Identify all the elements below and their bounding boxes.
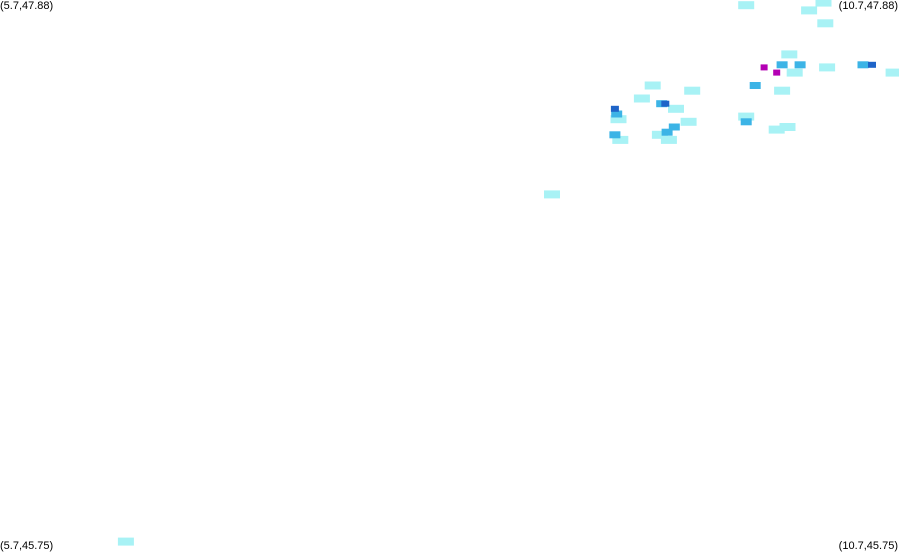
radar-echo-light — [117, 537, 134, 546]
radar-echo-light — [644, 81, 661, 90]
radar-echo-medium — [857, 61, 869, 69]
radar-echo-light — [738, 112, 755, 121]
radar-echo-medium — [611, 110, 623, 118]
radar-echo-medium — [776, 61, 788, 69]
radar-echo-light — [801, 6, 818, 15]
radar-echo-light — [885, 68, 899, 77]
radar-echo-strong — [868, 61, 876, 68]
radar-echo-light — [544, 190, 560, 199]
radar-echo-light — [680, 117, 697, 126]
radar-echo-light — [610, 115, 627, 124]
corner-label-top-left: (5.7,47.88) — [0, 0, 54, 12]
radar-echo-heavy — [760, 64, 768, 71]
radar-echo-strong — [661, 100, 670, 107]
corner-label-top-right: (10.7,47.88) — [838, 0, 898, 12]
radar-echo-light — [651, 130, 668, 139]
corner-label-bottom-left: (5.7,45.75) — [0, 540, 54, 552]
radar-echo-light — [817, 19, 834, 28]
radar-echo-light — [768, 125, 785, 134]
radar-echo-light — [779, 123, 796, 131]
corner-label-bottom-right: (10.7,45.75) — [838, 540, 898, 552]
radar-echo-light — [819, 63, 836, 72]
radar-echo-light — [633, 94, 650, 103]
radar-echo-heavy — [773, 69, 781, 76]
radar-echo-medium — [609, 131, 621, 139]
radar-echo-light — [684, 86, 701, 95]
radar-echo-medium — [668, 123, 680, 131]
radar-echo-medium — [794, 61, 806, 69]
radar-echo-light — [612, 135, 629, 144]
radar-echo-light — [668, 104, 684, 113]
radar-echo-medium — [740, 118, 752, 126]
radar-echo-medium — [749, 82, 761, 89]
radar-echo-light — [815, 0, 832, 7]
radar-echo-strong — [610, 105, 619, 112]
radar-echo-light — [660, 135, 677, 144]
radar-echo-light — [738, 1, 755, 10]
radar-echo-light — [781, 50, 798, 59]
radar-echo-medium — [661, 128, 673, 136]
radar-echo-light — [786, 68, 803, 77]
radar-echo-light — [774, 86, 791, 95]
